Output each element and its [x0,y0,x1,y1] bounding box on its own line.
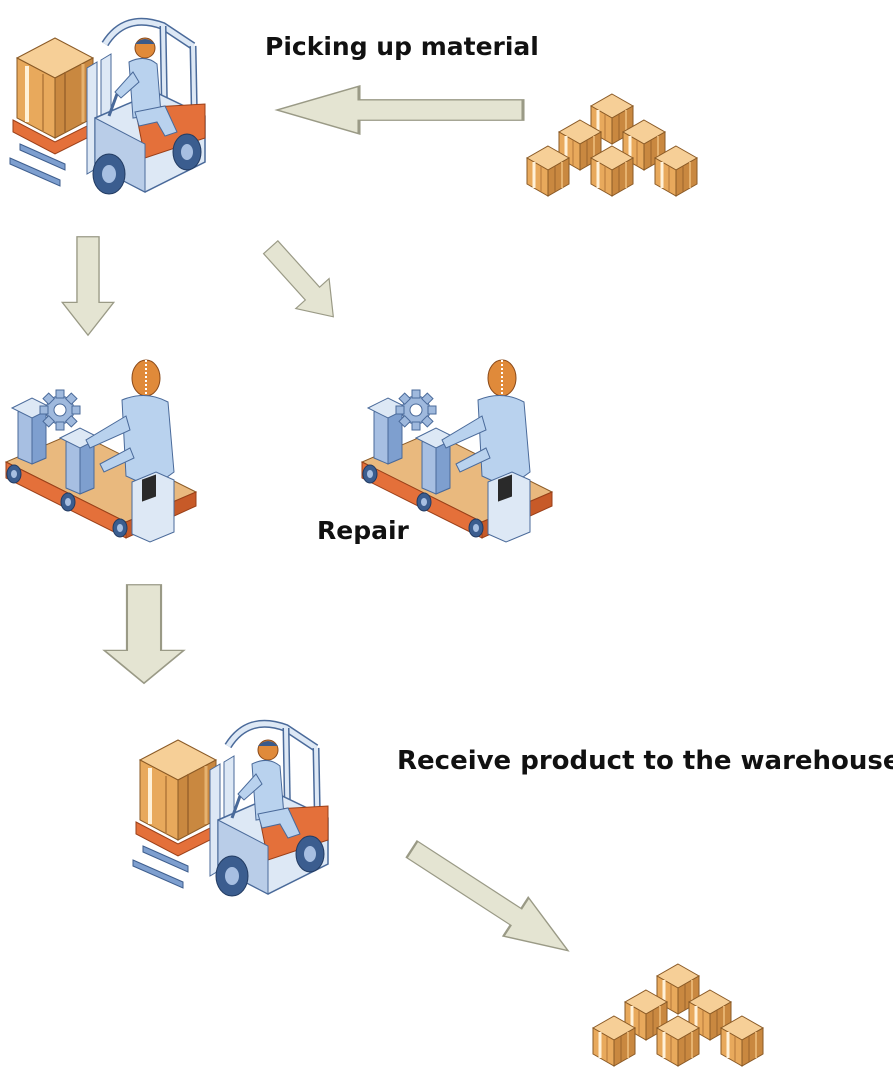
flow-arrow-icon [253,231,351,333]
flow-arrow-icon [103,583,185,685]
label-repair: Repair [317,516,409,545]
forklift-with-crate-icon [133,724,328,896]
flow-arrow-icon [275,84,525,136]
assembly-worker-icon [6,360,196,542]
label-picking-up-material: Picking up material [265,32,539,61]
forklift-with-crate-icon [10,22,205,194]
flow-arrow-icon [61,236,115,336]
label-receive-product: Receive product to the warehouse [397,746,893,776]
repair-worker-icon [362,360,552,542]
flow-arrow-icon [398,829,582,971]
box-stack-icon [593,964,763,1066]
box-stack-icon [527,94,697,196]
